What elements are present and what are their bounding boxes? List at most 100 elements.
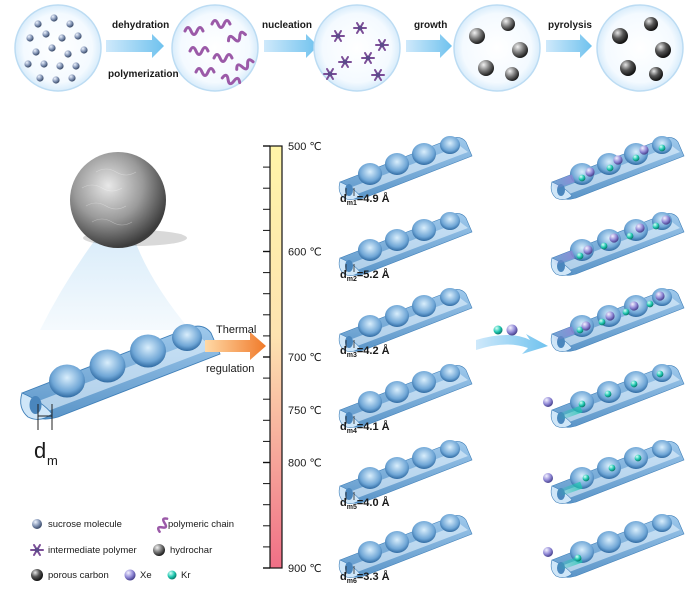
pore-size-label: dm5=4.0 Å: [340, 496, 390, 511]
gas-tube: [543, 513, 685, 579]
arrow-nucleation: nucleation: [262, 20, 318, 58]
pore-tube: dm6=3.3 Å: [338, 513, 473, 585]
legend-porous-carbon: porous carbon: [31, 569, 109, 581]
kr-atom: [604, 390, 612, 398]
kr-atom: [582, 474, 590, 482]
stage-circle-sucrose: [14, 4, 102, 92]
process-label-dehydration: dehydration: [112, 20, 169, 31]
arrow-pyrolysis: pyrolysis: [546, 20, 592, 58]
process-label-growth: growth: [414, 20, 447, 31]
xe-atom: [585, 167, 595, 177]
big-pore-tube: d m: [19, 323, 221, 468]
legend-xe: Xe: [124, 569, 152, 581]
scale-label: 800 ℃: [288, 458, 322, 470]
kr-atom: [578, 174, 586, 182]
pore-tube: dm5=4.0 Å: [338, 439, 473, 511]
pore-tube: dm4=4.1 Å: [338, 363, 473, 435]
sucrose-molecule: [32, 48, 40, 56]
svg-text:Kr: Kr: [181, 570, 191, 581]
arrow-dehydration: dehydration polymerization: [106, 20, 179, 80]
process-label-polymerization: polymerization: [108, 69, 179, 80]
svg-text:porous carbon: porous carbon: [48, 570, 109, 581]
sucrose-molecule: [58, 34, 66, 42]
xe-atom: [661, 215, 671, 225]
pore-tube-column: dm1=4.9 Å dm2=5.2 Å dm3=4.2 Å dm4=4.1 Å dm5=…: [338, 135, 473, 585]
kr-atom: [656, 370, 664, 378]
xe-atom-rejected: [543, 473, 553, 483]
xe-atom-rejected: [543, 547, 553, 557]
sucrose-molecule: [36, 74, 44, 82]
kr-atom: [576, 252, 584, 260]
arrow-growth: growth: [406, 20, 452, 58]
legend-intermediate: intermediate polymer: [30, 544, 137, 556]
temperature-bar: [269, 145, 283, 569]
kr-atom: [608, 464, 616, 472]
pore-tube: dm1=4.9 Å: [338, 135, 473, 207]
kr-atom: [652, 222, 660, 230]
xe-atom: [605, 311, 615, 321]
kr-atom: [576, 326, 584, 334]
svg-text:Xe: Xe: [140, 570, 152, 581]
kr-atom: [578, 400, 586, 408]
xe-atom: [629, 301, 639, 311]
sucrose-molecule: [80, 46, 88, 54]
pore-tube: dm2=5.2 Å: [338, 211, 473, 283]
sucrose-molecule: [66, 20, 74, 28]
gas-tube: [543, 439, 685, 505]
sucrose-molecule: [34, 20, 42, 28]
sucrose-molecule: [24, 60, 32, 68]
legend-sucrose: sucrose molecule: [32, 519, 122, 530]
pore-size-label: dm6=3.3 Å: [340, 570, 390, 585]
scale-label: 900 ℃: [288, 563, 322, 575]
xe-atom: [635, 223, 645, 233]
kr-atom: [600, 242, 608, 250]
sucrose-molecule: [72, 62, 80, 70]
kr-atom: [634, 454, 642, 462]
kr-atom: [658, 144, 666, 152]
legend-kr: Kr: [167, 570, 191, 581]
stage-circle-porous-carbon: [596, 4, 684, 92]
gas-tube: [543, 363, 685, 429]
svg-text:hydrochar: hydrochar: [170, 545, 212, 556]
kr-atom: [626, 232, 634, 240]
thermal-label-line2: regulation: [206, 363, 254, 375]
process-label-pyrolysis: pyrolysis: [548, 20, 592, 31]
xe-atom-rejected: [543, 397, 553, 407]
stage-circle-chains: [171, 4, 259, 92]
pore-diameter-subscript: m: [47, 453, 58, 468]
kr-atom: [622, 308, 630, 316]
pore-size-label: dm4=4.1 Å: [340, 420, 390, 435]
pore-size-label: dm3=4.2 Å: [340, 344, 390, 359]
xe-atom: [581, 321, 591, 331]
kr-atom: [646, 300, 654, 308]
thermal-label-line1: Thermal: [216, 324, 256, 336]
thermal-regulation-arrow: Thermal regulation: [205, 324, 266, 375]
sucrose-molecule: [52, 76, 60, 84]
xe-atom: [609, 233, 619, 243]
sucrose-molecule: [40, 60, 48, 68]
sucrose-molecule: [74, 32, 82, 40]
kr-atom: [606, 164, 614, 172]
scale-label: 600 ℃: [288, 247, 322, 259]
svg-text:sucrose molecule: sucrose molecule: [48, 519, 122, 530]
pore-tube: dm3=4.2 Å: [338, 287, 473, 359]
carbon-sphere-zoom: [40, 152, 190, 330]
sucrose-molecule: [26, 34, 34, 42]
xe-atom: [613, 155, 623, 165]
kr-atom: [598, 318, 606, 326]
pore-diameter-symbol: d: [34, 438, 46, 463]
kr-atom: [632, 154, 640, 162]
sucrose-molecule: [42, 30, 50, 38]
sucrose-molecule: [68, 74, 76, 82]
gas-filled-tube-column: [543, 135, 685, 579]
legend-hydrochar: hydrochar: [153, 544, 212, 556]
gas-tube: [550, 135, 685, 201]
gas-adsorption-arrow: [476, 324, 548, 354]
pore-size-label: dm1=4.9 Å: [340, 192, 390, 207]
stage-circle-intermediate: [313, 4, 401, 92]
svg-text:intermediate polymer: intermediate polymer: [48, 545, 137, 556]
xe-atom: [655, 291, 665, 301]
legend-chain: polymeric chain: [156, 517, 234, 533]
kr-atom: [630, 380, 638, 388]
